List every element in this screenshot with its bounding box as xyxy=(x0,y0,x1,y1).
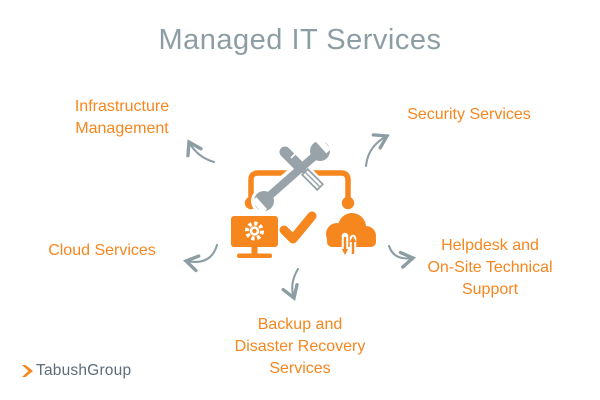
wrench-screwdriver-icon xyxy=(251,140,333,214)
label-line: Support xyxy=(461,281,519,298)
label-helpdesk-support: Helpdesk and On-Site Technical Support xyxy=(415,235,565,301)
cloud-sync-icon xyxy=(326,213,376,258)
label-line: Infrastructure xyxy=(74,98,170,115)
label-infrastructure-management: Infrastructure Management xyxy=(42,96,202,140)
arrow-to-backup-icon xyxy=(281,267,300,301)
monitor-gear-icon xyxy=(231,216,278,258)
label-line: Management xyxy=(75,120,169,137)
chevron-right-icon xyxy=(22,365,33,377)
arrow-to-infrastructure-icon xyxy=(186,139,216,164)
label-line: Cloud Services xyxy=(48,242,156,259)
arrow-to-helpdesk-icon xyxy=(387,244,417,269)
label-line: Disaster Recovery xyxy=(234,338,366,355)
logo-text: TabushGroup xyxy=(36,362,132,379)
label-line: Helpdesk and xyxy=(441,237,539,254)
label-backup-disaster-recovery: Backup and Disaster Recovery Services xyxy=(230,314,370,380)
checkmark-icon xyxy=(279,211,317,244)
label-cloud-services: Cloud Services xyxy=(17,240,187,262)
tabush-group-logo: TabushGroup xyxy=(22,362,131,380)
label-line: Services xyxy=(269,360,331,377)
label-line: Security Services xyxy=(407,106,531,123)
arrow-to-cloud-services-icon xyxy=(182,243,219,273)
center-illustration xyxy=(231,140,376,258)
page-title: Managed IT Services xyxy=(158,24,442,56)
label-line: Backup and xyxy=(257,316,343,333)
label-line: On-Site Technical xyxy=(427,259,553,276)
label-security-services: Security Services xyxy=(384,104,554,126)
